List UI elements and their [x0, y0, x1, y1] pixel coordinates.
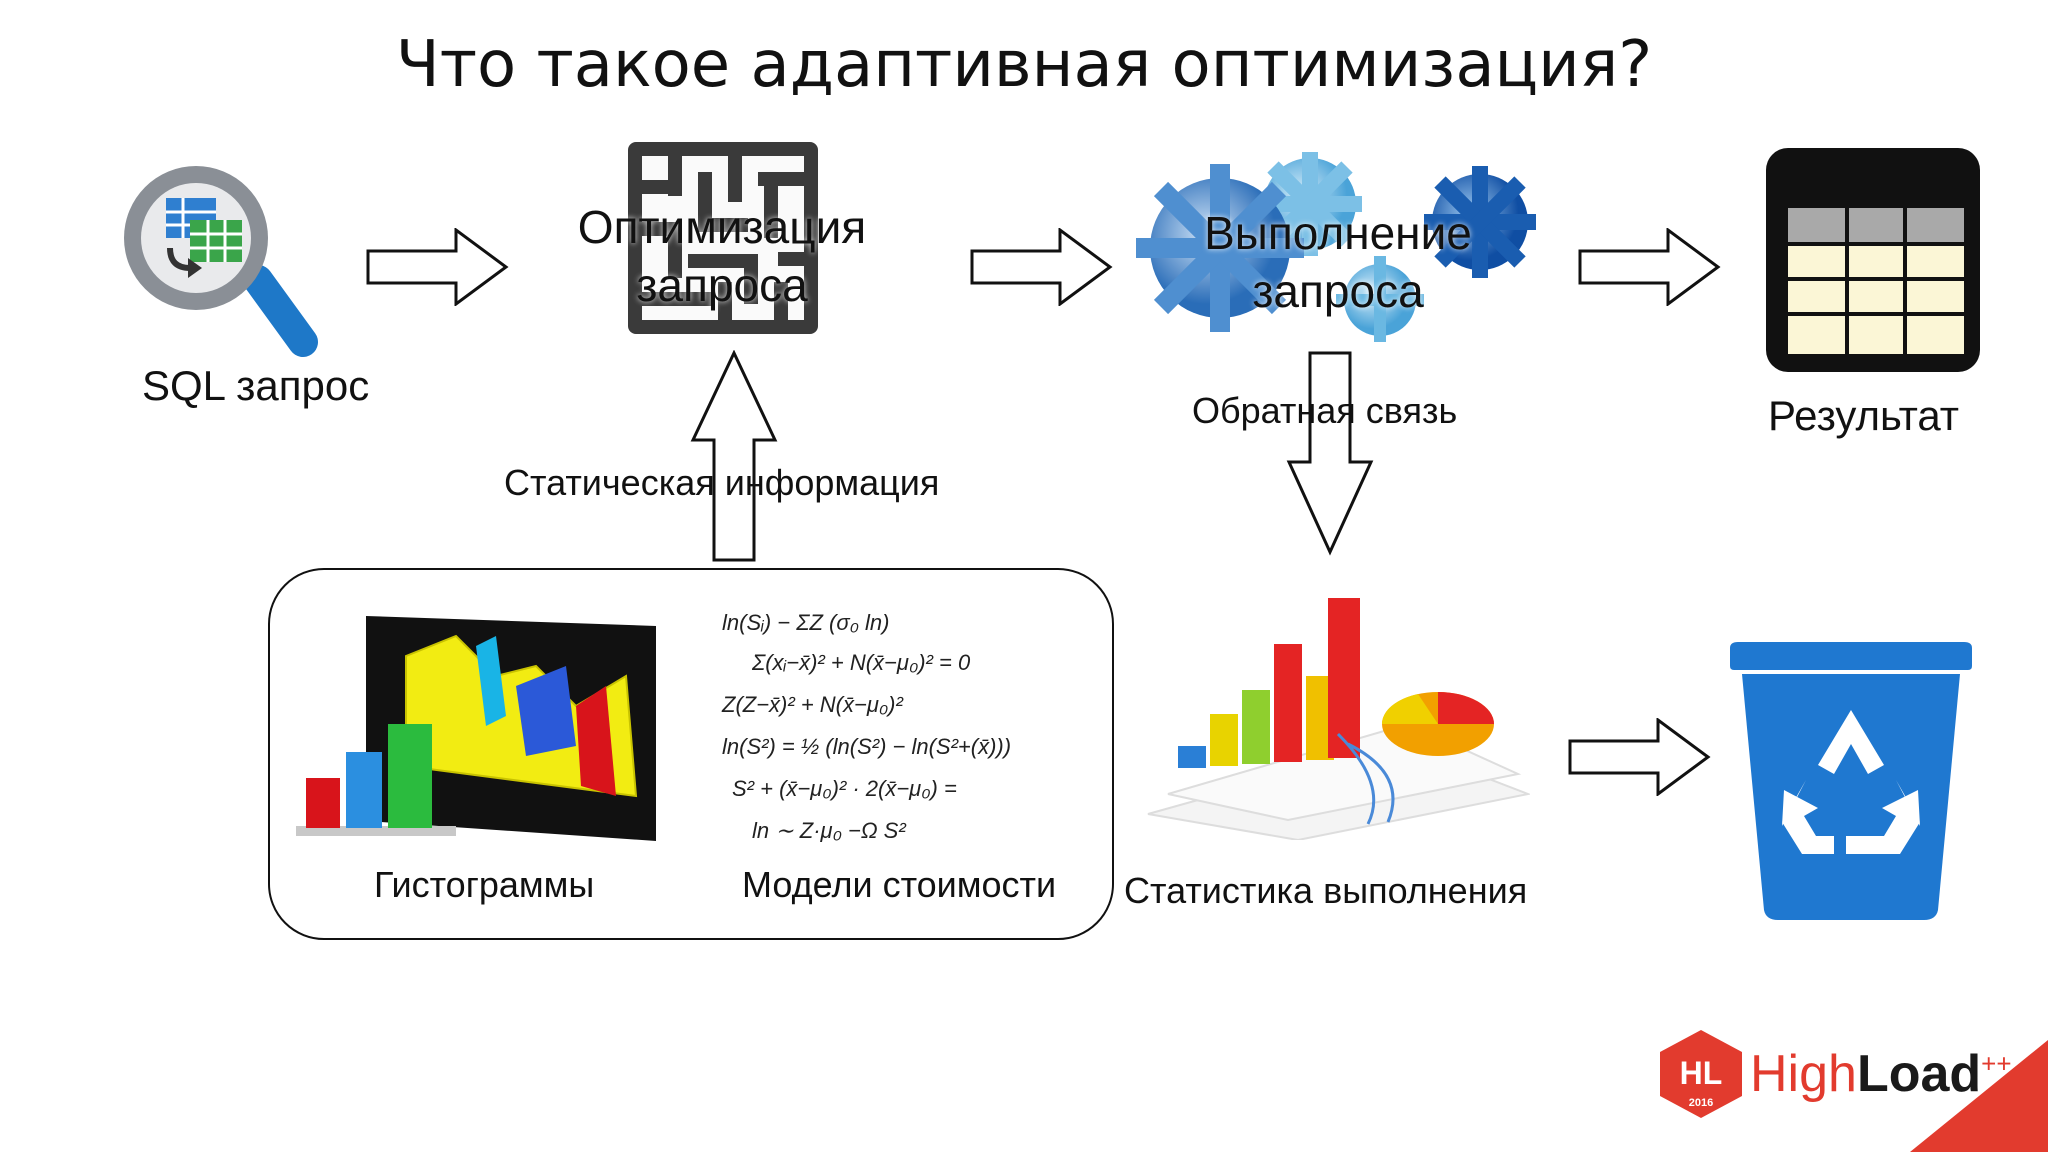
highload-wordmark: HighLoad++ — [1750, 1044, 2012, 1104]
arrow-right-icon — [1568, 718, 1711, 796]
optimize-label-line2: запроса — [636, 259, 808, 311]
svg-text:Σ(xᵢ−x̄)² + N(x̄−μ₀)² = 0: Σ(xᵢ−x̄)² + N(x̄−μ₀)² = 0 — [751, 650, 971, 675]
svg-text:ln(Sᵢ) − ΣZ (σ₀ ln): ln(Sᵢ) − ΣZ (σ₀ ln) — [722, 610, 889, 635]
histogram-chart-icon — [296, 616, 656, 841]
wordmark-light: High — [1750, 1045, 1857, 1103]
corner-accent — [1910, 1040, 2048, 1152]
result-label: Результат — [1768, 392, 1960, 439]
wordmark-bold: Load — [1856, 1045, 1982, 1103]
execute-node-label: Выполнение запроса — [1150, 204, 1526, 320]
badge-year: 2016 — [1689, 1097, 1713, 1109]
result-table-icon — [1766, 148, 1980, 372]
svg-text:ln ∼ Z·μ₀ −Ω S²: ln ∼ Z·μ₀ −Ω S² — [752, 818, 906, 843]
slide-title: Что такое адаптивная оптимизация? — [395, 28, 1653, 102]
feedback-label: Обратная связь — [1192, 390, 1458, 431]
sql-query-icon — [124, 166, 318, 357]
badge-text: HL — [1680, 1055, 1723, 1091]
gears-icon — [1136, 152, 1536, 342]
svg-text:S² + (x̄−μ₀)² · 2(x̄−μ₀) =: S² + (x̄−μ₀)² · 2(x̄−μ₀) = — [732, 776, 957, 801]
maze-icon — [628, 142, 818, 334]
execution-stats-label: Статистика выполнения — [1124, 870, 1528, 911]
arrow-up-icon — [690, 350, 778, 562]
optimize-label-line1: Оптимизация — [577, 201, 867, 253]
arrow-right-icon — [366, 228, 509, 306]
svg-text:Z(Z−x̄)² + N(x̄−μ₀)²: Z(Z−x̄)² + N(x̄−μ₀)² — [721, 692, 903, 717]
execute-label-line1: Выполнение — [1204, 207, 1472, 259]
arrow-down-icon — [1286, 351, 1374, 556]
wordmark-sup: ++ — [1981, 1048, 2012, 1079]
optimize-node-label: Оптимизация запроса — [540, 198, 904, 314]
cost-models-label: Модели стоимости — [742, 864, 1057, 905]
highload-badge-icon: HL 2016 — [1660, 1030, 1742, 1118]
formulas-icon: ln(Sᵢ) − ΣZ (σ₀ ln) Σ(xᵢ−x̄)² + N(x̄−μ₀)… — [721, 610, 1011, 843]
static-info-label: Статическая информация — [504, 462, 940, 503]
svg-text:ln(S²) = ½ (ln(S²) − ln(S²+(x̄: ln(S²) = ½ (ln(S²) − ln(S²+(x̄))) — [722, 734, 1011, 759]
arrow-right-icon — [970, 228, 1113, 306]
sql-query-label: SQL запрос — [142, 362, 370, 409]
arrow-right-icon — [1578, 228, 1721, 306]
execution-stats-icon — [1147, 598, 1530, 840]
execute-label-line2: запроса — [1252, 265, 1424, 317]
recycle-bin-icon — [1730, 642, 1972, 920]
histograms-label: Гистограммы — [374, 864, 595, 905]
